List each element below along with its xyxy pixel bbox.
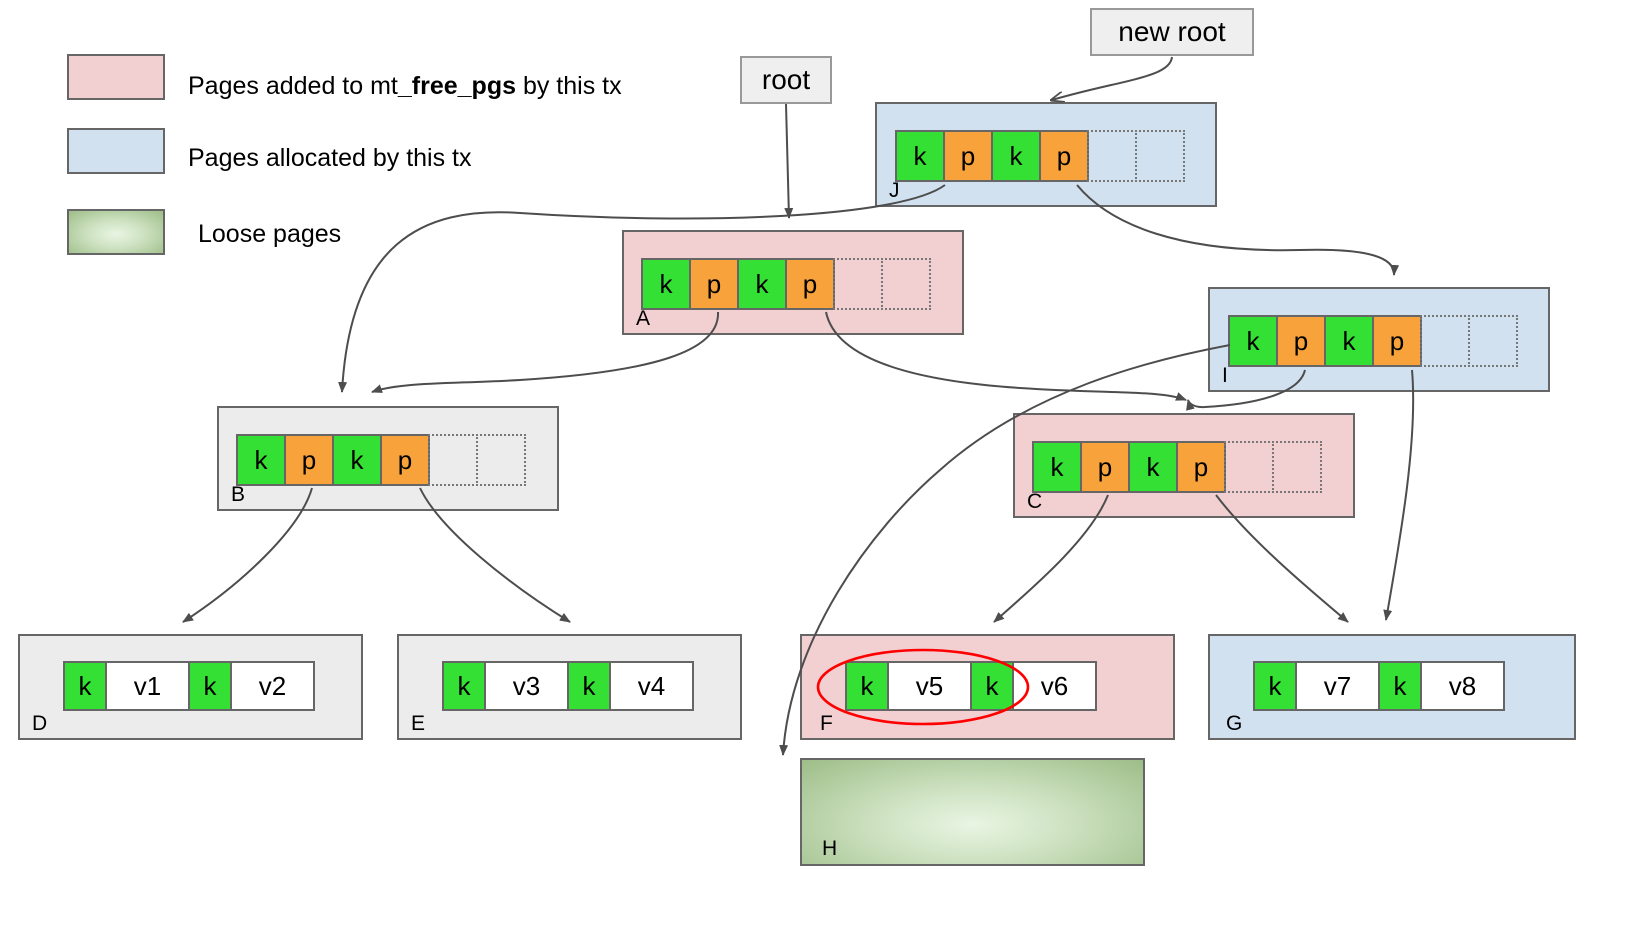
node-I-cell-key-1[interactable]: k (1228, 315, 1278, 367)
node-A-cells: k p k p (641, 258, 931, 310)
node-B-label: B (231, 483, 246, 506)
node-C-cell-empty-1 (1224, 441, 1274, 493)
node-H-label: H (822, 837, 838, 860)
node-E-label: E (411, 712, 426, 735)
node-C-cell-key-2[interactable]: k (1128, 441, 1178, 493)
legend-swatch-loose-pages (67, 209, 165, 255)
node-A-cell-key-1[interactable]: k (641, 258, 691, 310)
node-B-cell-pointer-2[interactable]: p (380, 434, 430, 486)
node-J-cell-key-2[interactable]: k (991, 130, 1041, 182)
node-D-cell-value-1[interactable]: v1 (105, 661, 190, 711)
legend-label-free-pages-suffix: by this tx (516, 72, 622, 100)
node-D-cell-value-2[interactable]: v2 (230, 661, 315, 711)
node-G-cells: k v7 k v8 (1253, 661, 1505, 711)
node-C-cell-empty-2 (1272, 441, 1322, 493)
edge-new-root-to-J (1052, 56, 1173, 100)
callout-new-root: new root (1090, 8, 1254, 56)
legend-swatch-allocated-pages (67, 128, 165, 174)
node-I-cell-empty-1 (1420, 315, 1470, 367)
node-C-cell-pointer-2[interactable]: p (1176, 441, 1226, 493)
node-G-label: G (1226, 712, 1243, 735)
node-E-cell-value-2[interactable]: v4 (609, 661, 694, 711)
node-D-cells: k v1 k v2 (63, 661, 315, 711)
node-B-cell-pointer-1[interactable]: p (284, 434, 334, 486)
node-E-cell-key-2[interactable]: k (567, 661, 611, 711)
node-J-cell-empty-2 (1135, 130, 1185, 182)
node-I-label: I (1222, 364, 1228, 387)
node-H-page[interactable]: H (800, 758, 1145, 866)
edge-I-p2-to-G (1383, 369, 1415, 621)
node-F-cell-key-2[interactable]: k (970, 661, 1014, 711)
node-C-cell-key-1[interactable]: k (1032, 441, 1082, 493)
node-F-label: F (820, 712, 833, 735)
node-I-cell-pointer-1[interactable]: p (1276, 315, 1326, 367)
node-C-label: C (1027, 490, 1043, 513)
node-I-cells: k p k p (1228, 315, 1518, 367)
node-C-cell-pointer-1[interactable]: p (1080, 441, 1130, 493)
node-A-label: A (636, 307, 651, 330)
node-J-cells: k p k p (895, 130, 1185, 182)
node-A-cell-pointer-2[interactable]: p (785, 258, 835, 310)
node-J-cell-empty-1 (1087, 130, 1137, 182)
node-B-cell-key-2[interactable]: k (332, 434, 382, 486)
legend-swatch-free-pages (67, 54, 165, 100)
node-G-cell-key-2[interactable]: k (1378, 661, 1422, 711)
callout-root: root (740, 56, 832, 104)
node-D-cell-key-2[interactable]: k (188, 661, 232, 711)
node-G-cell-value-1[interactable]: v7 (1295, 661, 1380, 711)
node-E-cell-value-1[interactable]: v3 (484, 661, 569, 711)
node-A-cell-empty-1 (833, 258, 883, 310)
node-I-cell-key-2[interactable]: k (1324, 315, 1374, 367)
node-G-cell-key-1[interactable]: k (1253, 661, 1297, 711)
node-F-cell-value-2[interactable]: v6 (1012, 661, 1097, 711)
node-E-cell-key-1[interactable]: k (442, 661, 486, 711)
legend-label-free-pages-bold: _free_pgs (397, 72, 516, 100)
legend-label-free-pages: Pages added to mt_free_pgs by this tx (188, 74, 622, 99)
node-J-cell-pointer-2[interactable]: p (1039, 130, 1089, 182)
node-B-cell-empty-2 (476, 434, 526, 486)
node-C-cells: k p k p (1032, 441, 1322, 493)
node-F-cells: k v5 k v6 (845, 661, 1097, 711)
edge-root-to-A (784, 103, 794, 219)
node-D-cell-key-1[interactable]: k (63, 661, 107, 711)
legend-label-allocated-pages: Pages allocated by this tx (188, 144, 472, 172)
node-A-cell-key-2[interactable]: k (737, 258, 787, 310)
node-A-cell-pointer-1[interactable]: p (689, 258, 739, 310)
node-J-label: J (889, 179, 900, 202)
node-I-cell-pointer-2[interactable]: p (1372, 315, 1422, 367)
node-A-cell-empty-2 (881, 258, 931, 310)
node-G-cell-value-2[interactable]: v8 (1420, 661, 1505, 711)
node-B-cell-key-1[interactable]: k (236, 434, 286, 486)
node-J-cell-key-1[interactable]: k (895, 130, 945, 182)
node-B-cells: k p k p (236, 434, 526, 486)
node-I-cell-empty-2 (1468, 315, 1518, 367)
legend-label-loose-pages: Loose pages (198, 220, 342, 248)
node-D-label: D (32, 712, 48, 735)
legend-label-free-pages-prefix: Pages added to mt (188, 72, 398, 100)
node-J-cell-pointer-1[interactable]: p (943, 130, 993, 182)
node-F-cell-value-1[interactable]: v5 (887, 661, 972, 711)
node-B-cell-empty-1 (428, 434, 478, 486)
node-F-cell-key-1[interactable]: k (845, 661, 889, 711)
node-E-cells: k v3 k v4 (442, 661, 694, 711)
